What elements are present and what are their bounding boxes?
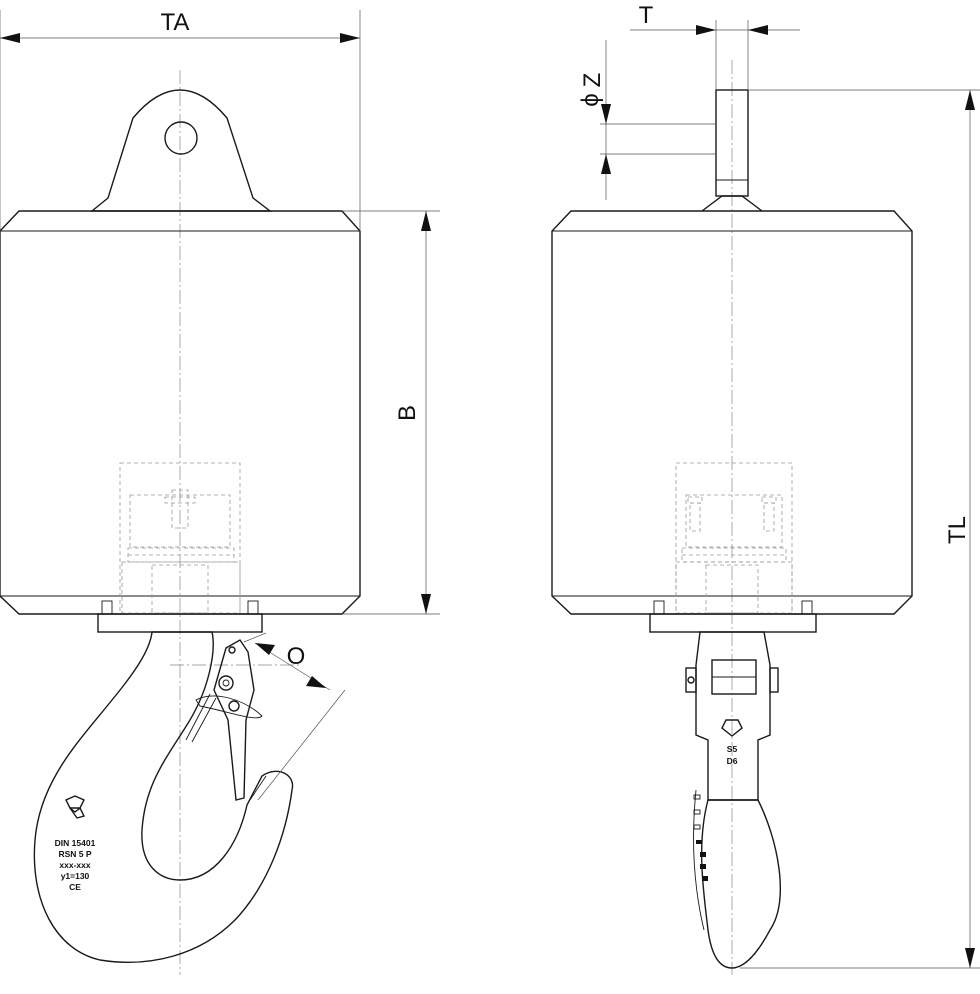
b-label: B [394,405,421,421]
ta-label: TA [161,9,190,36]
dimension-b: B [342,210,440,615]
dimension-o: O [243,632,346,801]
safety-latch [185,639,263,801]
side-housing-body [551,210,913,615]
stamp-line-4: y1=130 [61,871,90,881]
z-label: Z [579,73,606,88]
side-hook-markings [693,794,708,881]
side-hook-tip [700,799,781,969]
side-bottom-flange [649,613,817,633]
eye-lug [90,89,273,212]
stamp-line-3: xxx-xxx [59,860,90,870]
side-stamp-line-1: S5 [727,744,738,754]
internal-mechanism-hidden [119,462,241,615]
dimension-tl: TL [740,89,980,969]
side-internal-hidden [675,462,793,615]
stamp-line-5: CE [69,882,81,892]
dimension-ta: TA [0,9,361,231]
hook-body [33,631,294,963]
stamp-line-1: DIN 15401 [55,838,96,848]
hook-stamp: DIN 15401 RSN 5 P xxx-xxx y1=130 CE [55,795,96,892]
stamp-line-2: RSN 5 P [58,849,91,859]
diameter-symbol: ϕ [577,93,604,106]
side-stamp-line-2: D6 [727,756,738,766]
dimension-t: T [630,2,800,90]
o-label: O [287,643,306,670]
dimension-z: Z ϕ [577,40,716,200]
side-view: S5 D6 T [551,2,980,975]
t-label: T [639,2,654,29]
tl-label: TL [944,516,971,544]
symbol-icon [68,807,86,819]
eye-hole [164,121,198,155]
front-view: DIN 15401 RSN 5 P xxx-xxx y1=130 CE TA B [0,9,440,975]
